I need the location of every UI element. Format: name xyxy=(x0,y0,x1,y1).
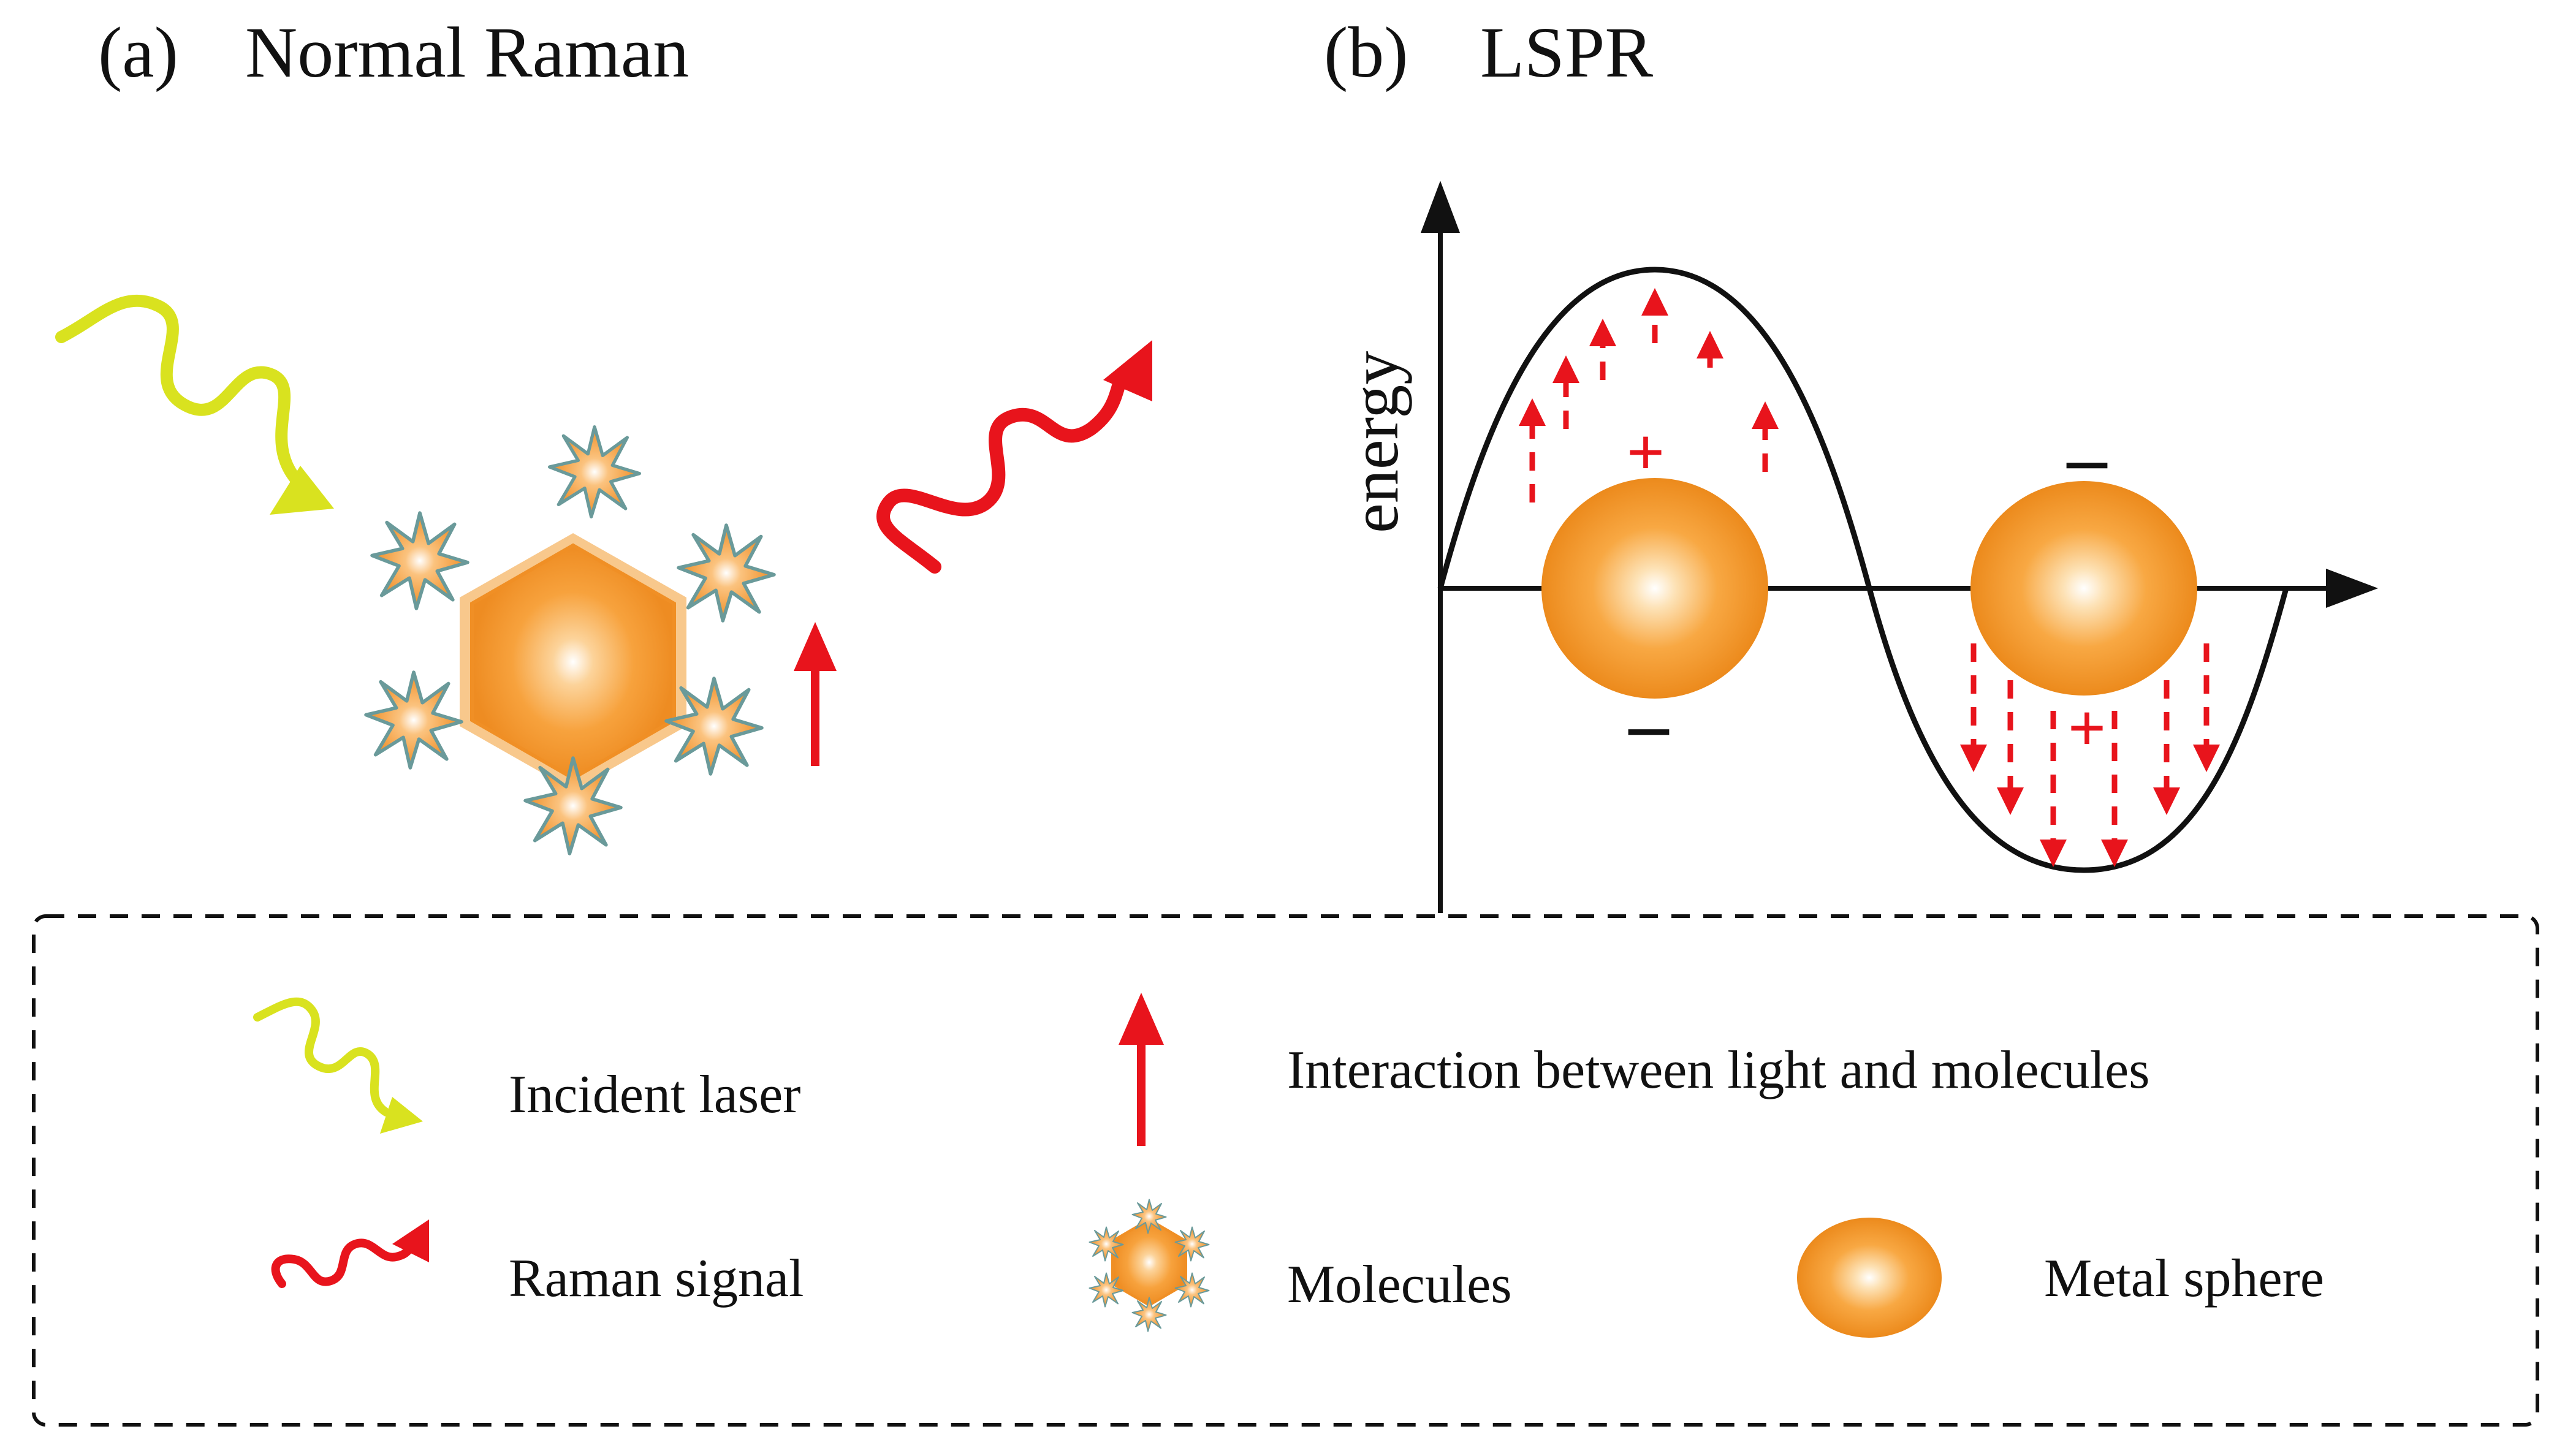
dashed-arrow-head xyxy=(1697,331,1723,358)
legend-raman-signal: Raman signal xyxy=(509,1249,804,1308)
sine-wave xyxy=(1437,267,2289,873)
charge-plus-top: + xyxy=(1627,415,1665,490)
electron-arrows-up xyxy=(1519,288,1779,502)
metal-sphere-icon xyxy=(1797,1218,1942,1338)
raman-signal-wave xyxy=(876,340,1152,574)
charge-plus-bottom: + xyxy=(2068,691,2107,765)
molecule-star xyxy=(366,672,462,768)
dashed-arrow-head xyxy=(1641,288,1668,316)
metal-sphere-left xyxy=(1541,478,1768,699)
incident-laser-wave xyxy=(55,294,334,515)
dashed-arrow-head xyxy=(1552,355,1579,383)
panel-b-title: LSPR xyxy=(1480,12,1653,93)
dashed-arrow-head xyxy=(2101,840,2128,867)
dashed-arrow-head xyxy=(1752,401,1779,429)
electron-arrows-down xyxy=(1960,643,2220,867)
dashed-arrow-head xyxy=(1519,398,1546,426)
legend-molecules: Molecules xyxy=(1287,1255,1512,1314)
dashed-arrow-head xyxy=(1960,745,1987,772)
molecule-star xyxy=(550,427,640,517)
y-axis-label: energy xyxy=(1337,351,1412,533)
dashed-arrow-head xyxy=(1589,319,1616,346)
molecule-star xyxy=(525,758,621,854)
raman-signal-icon xyxy=(271,1219,429,1288)
dashed-arrow-head xyxy=(2193,745,2220,772)
legend: Incident laser Raman signal Interaction … xyxy=(32,914,2539,1427)
dashed-arrow-head xyxy=(2153,787,2180,815)
molecule-cluster xyxy=(366,427,774,854)
panel-b: (b) LSPR energy + – – + xyxy=(1324,12,2378,913)
molecule-star xyxy=(678,525,774,621)
panel-b-label: (b) xyxy=(1324,12,1408,93)
molecule-star xyxy=(372,513,468,609)
interaction-arrow xyxy=(794,622,837,766)
dashed-arrow-head xyxy=(2040,840,2067,867)
legend-box xyxy=(32,914,2539,1427)
charge-minus-top: – xyxy=(2067,414,2108,502)
dashed-arrow-head xyxy=(1997,787,2024,815)
legend-metal-sphere: Metal sphere xyxy=(2044,1249,2324,1308)
legend-interaction: Interaction between light and molecules xyxy=(1287,1041,2149,1100)
y-axis-arrow xyxy=(1421,181,1460,233)
legend-incident-laser: Incident laser xyxy=(509,1065,800,1124)
panel-a-label: (a) xyxy=(98,12,178,93)
molecule-icon xyxy=(1089,1199,1210,1332)
metal-sphere-right xyxy=(1970,481,2197,696)
panel-a-title: Normal Raman xyxy=(245,12,689,93)
interaction-arrow-icon xyxy=(1119,993,1164,1146)
charge-minus-bottom: – xyxy=(1628,680,1670,768)
x-axis-arrow xyxy=(2326,569,2378,608)
incident-laser-icon xyxy=(253,997,423,1134)
panel-a: (a) Normal Raman xyxy=(55,12,1152,854)
